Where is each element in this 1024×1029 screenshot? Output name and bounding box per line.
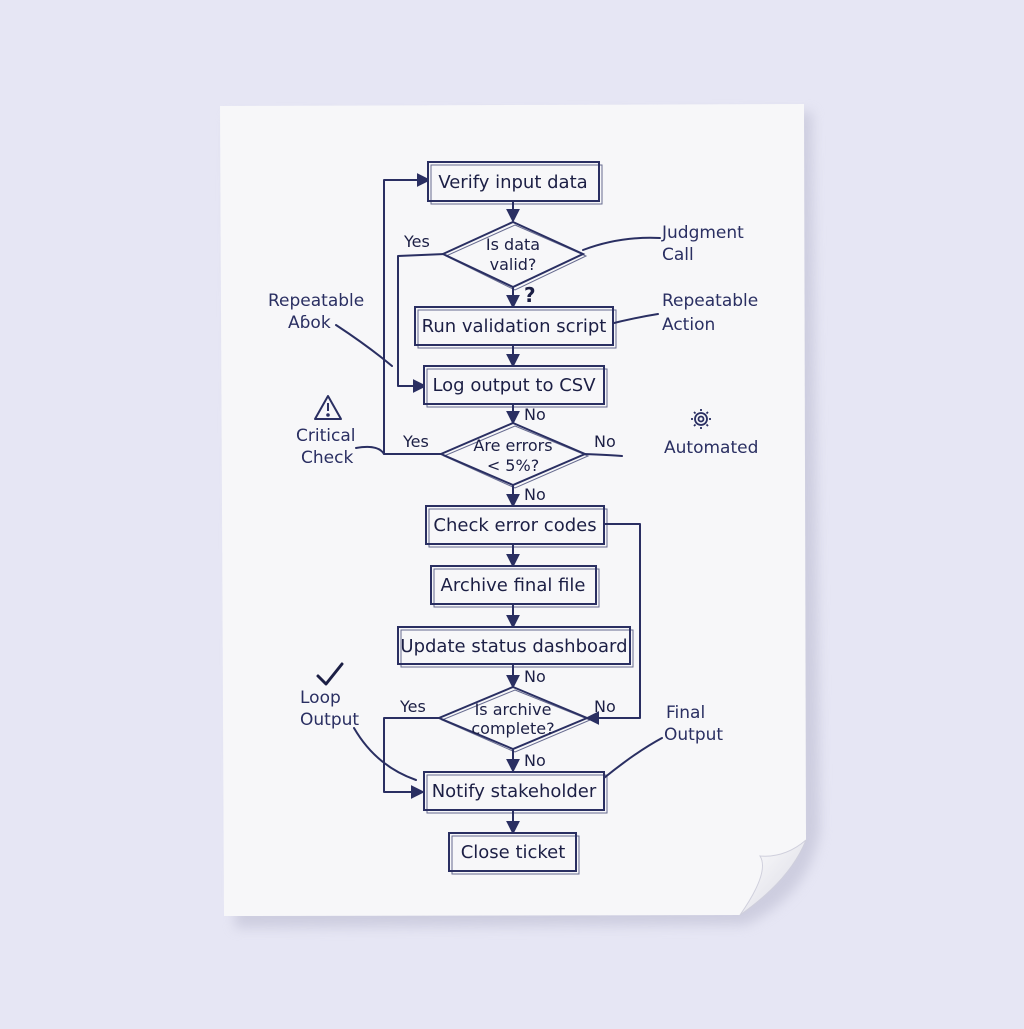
edge-errors-no-right [583, 453, 623, 457]
node-dashboard-box [397, 626, 631, 665]
node-log-box [423, 365, 605, 405]
note-judgment-line-2: Call [662, 245, 694, 265]
decision-archive-line-2: complete? [471, 719, 554, 738]
edge-label-log-no: No [524, 405, 546, 424]
leader-final-output [603, 737, 663, 779]
decision-valid-line-2: valid? [490, 255, 537, 274]
edge-label-archive-no-down: No [524, 751, 546, 770]
node-run-box [414, 306, 614, 346]
note-critical-line-1: Critical [296, 426, 355, 446]
node-verify-box [427, 161, 600, 202]
warning-triangle-icon [314, 395, 342, 420]
leader-loop-output [353, 727, 417, 781]
edge-label-errors-no-right: No [594, 432, 616, 451]
note-critical-line-2: Check [301, 448, 353, 468]
node-notify: Notify stakeholder [432, 781, 597, 802]
note-repeatable-right-line-1: Repeatable [662, 291, 758, 311]
note-final-output-line-1: Final [666, 703, 705, 723]
node-check-codes: Check error codes [433, 515, 596, 536]
edge-errors-yes-loop-to-verify [383, 173, 442, 455]
edge-archive-yes-loop-to-notify [383, 717, 442, 799]
decision-valid-line-1: Is data [486, 235, 540, 254]
note-repeatable-left-line-2: Aɓok [288, 313, 331, 333]
checkmark-icon [316, 662, 344, 686]
edge-label-archive-no-right: No [594, 697, 616, 716]
leader-critical [355, 445, 385, 455]
paper-curl [739, 839, 807, 916]
node-log-output: Log output to CSV [432, 375, 596, 396]
decision-errors-line-2: < 5%? [487, 456, 539, 475]
note-loop-output-line-1: Loop [300, 688, 341, 708]
edge-label-valid-yes: Yes [403, 232, 430, 251]
node-dashboard: Update status dashboard [400, 636, 627, 657]
edge-label-archive-yes: Yes [399, 697, 426, 716]
note-automated: Automated [664, 438, 758, 458]
leader-judgment [582, 236, 661, 251]
leader-repeatable-left [335, 324, 393, 367]
node-verify: Verify input data [438, 172, 587, 193]
note-repeatable-left-line-1: Repeatable [268, 291, 364, 311]
node-close-box [448, 832, 577, 872]
gear-icon [691, 409, 711, 429]
edge-label-errors-yes: Yes [402, 432, 429, 451]
edge-label-valid-question: ? [524, 283, 536, 307]
decision-errors-shape [438, 421, 588, 487]
node-check-box [425, 505, 605, 545]
node-archive-box [430, 565, 597, 605]
decision-archive-shape [436, 685, 590, 751]
edge-label-dashboard-no: No [524, 667, 546, 686]
edge-check-right-to-archivecheck [585, 523, 641, 725]
decision-archive-line-1: Is archive [475, 700, 552, 719]
note-judgment-line-1: Judgment [661, 223, 744, 243]
note-final-output-line-2: Output [664, 725, 723, 745]
node-run-script: Run validation script [422, 316, 607, 337]
decision-errors-line-1: Are errors [473, 436, 552, 455]
decision-valid-shape [440, 220, 586, 289]
node-close: Close ticket [461, 842, 566, 863]
edge-label-errors-no-down: No [524, 485, 546, 504]
node-notify-box [423, 771, 605, 811]
note-loop-output-line-2: Output [300, 710, 359, 730]
edge-valid-yes-to-log [397, 253, 446, 393]
note-repeatable-right-line-2: Action [662, 315, 715, 335]
node-archive: Archive final file [441, 575, 586, 596]
